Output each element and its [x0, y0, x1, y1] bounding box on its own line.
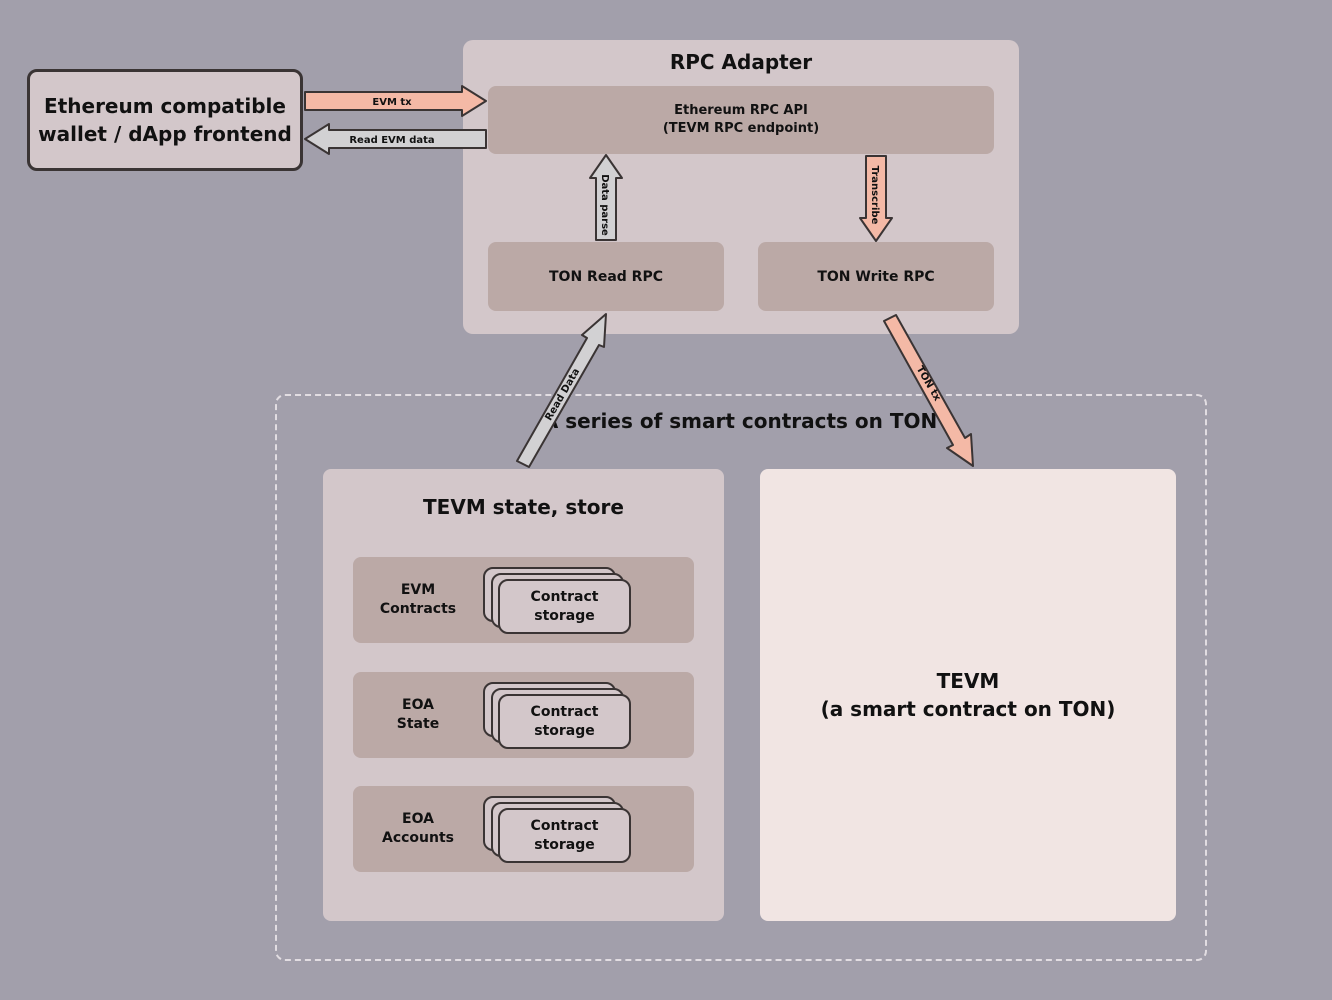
- state-row-eoa-state: EOA State Contract storage: [353, 672, 694, 758]
- contract-storage-card: Contract storage: [498, 694, 631, 749]
- row-label: EOA Accounts: [381, 811, 454, 846]
- read-evm-data-arrow: Read EVM data: [304, 123, 487, 155]
- row-label: EVM Contracts: [379, 582, 457, 617]
- contract-storage-card: Contract storage: [498, 579, 631, 634]
- tevm-contract-box: TEVM (a smart contract on TON): [760, 469, 1176, 921]
- ethereum-rpc-api-box: Ethereum RPC API (TEVM RPC endpoint): [488, 86, 994, 154]
- contract-storage-card: Contract storage: [498, 808, 631, 863]
- ton-read-rpc-box: TON Read RPC: [488, 242, 724, 311]
- rpc-adapter-title: RPC Adapter: [669, 50, 813, 74]
- ton-write-rpc-box: TON Write RPC: [758, 242, 994, 311]
- smart-contracts-title: A series of smart contracts on TON: [542, 409, 938, 433]
- state-row-evm-contracts: EVM Contracts Contract storage: [353, 557, 694, 643]
- evm-tx-label: EVM tx: [372, 97, 412, 108]
- smart-contracts-frame: [275, 394, 1207, 961]
- wallet-dapp-box: Ethereum compatible wallet / dApp fronte…: [27, 69, 303, 171]
- row-label: EOA State: [396, 697, 440, 732]
- read-evm-data-label: Read EVM data: [349, 135, 434, 146]
- state-row-eoa-accounts: EOA Accounts Contract storage: [353, 786, 694, 872]
- evm-tx-arrow: EVM tx: [304, 85, 487, 117]
- tevm-state-store-title: TEVM state, store: [423, 495, 624, 519]
